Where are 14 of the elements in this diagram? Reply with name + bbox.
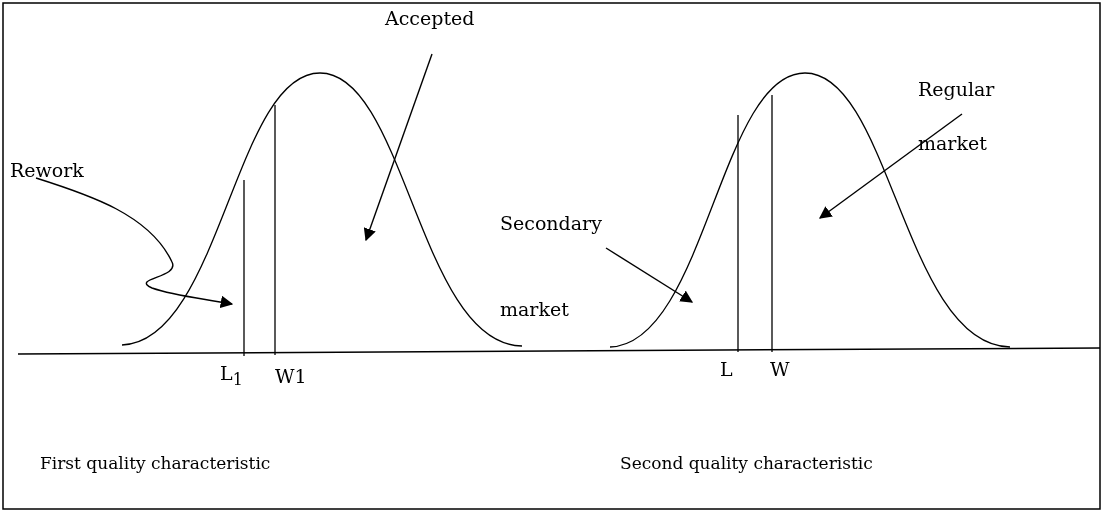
callout-text: Regular market bbox=[918, 77, 996, 156]
axis-caption: First quality characteristic bbox=[40, 453, 271, 473]
leader-arrow bbox=[35, 177, 234, 309]
limit-label: L$_{1}$ bbox=[220, 362, 243, 389]
callout-text: Rework bbox=[10, 158, 84, 182]
leader-arrow bbox=[819, 113, 963, 219]
limit-label: W bbox=[770, 358, 790, 380]
callout-text: Secondary market bbox=[500, 211, 603, 322]
callout-text: Accepted bbox=[385, 6, 475, 30]
limit-label: L bbox=[720, 358, 733, 380]
leader-arrow bbox=[605, 247, 694, 303]
axis-caption: Second quality characteristic bbox=[620, 453, 873, 473]
limit-label: W1 bbox=[275, 365, 307, 387]
leader-arrow bbox=[363, 53, 433, 242]
